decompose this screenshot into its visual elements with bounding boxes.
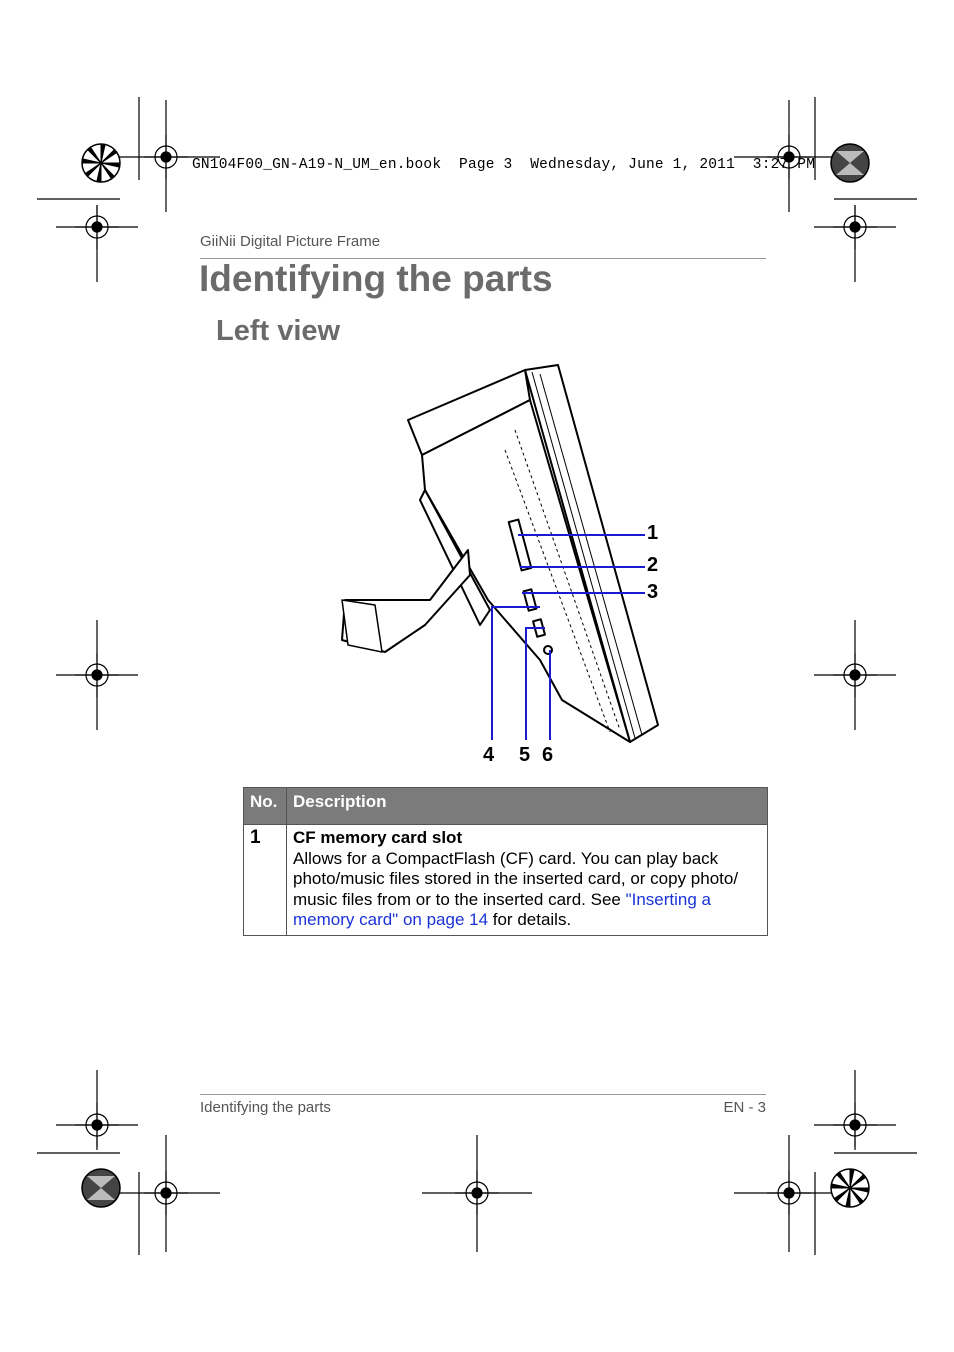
row-text: Allows for a CompactFlash (CF) card. You…: [293, 848, 739, 909]
parts-table: No. Description 1 CF memory card slot Al…: [243, 787, 768, 936]
slug-line: GN104F00_GN-A19-N_UM_en.book Page 3 Wedn…: [192, 157, 816, 173]
star-target-mark: [830, 1168, 870, 1208]
callout-number-4: 4: [483, 744, 495, 766]
column-header-description: Description: [286, 787, 768, 825]
row-text-after: for details.: [488, 910, 572, 929]
cross-reference-link[interactable]: "Inserting a memory card" on page 14: [293, 889, 712, 930]
star-target-mark: [81, 1168, 121, 1208]
frame-front-panel: [524, 364, 659, 743]
footer-page-number: EN - 3: [723, 1099, 766, 1116]
row-title: CF memory card slot: [293, 828, 463, 847]
column-header-number: No.: [243, 787, 287, 825]
footer-rule: [200, 1094, 766, 1095]
frame-port: [507, 518, 533, 572]
star-target-mark: [81, 143, 121, 183]
page-title: Identifying the parts: [199, 258, 553, 299]
callout-number-3: 3: [647, 581, 658, 603]
callout-number-5: 5: [519, 744, 530, 766]
callout-line-5: [525, 627, 545, 740]
row-number: 1: [243, 824, 287, 936]
footer-section-name: Identifying the parts: [200, 1099, 331, 1116]
callout-number-6: 6: [542, 744, 553, 766]
table-header-row: No. Description: [243, 787, 768, 825]
frame-left-view-illustration: 1 2 3 4 5 6: [341, 364, 659, 766]
table-row: 1 CF memory card slot Allows for a Compa…: [243, 824, 768, 936]
frame-port: [522, 588, 538, 612]
star-target-mark: [830, 143, 870, 183]
row-description: CF memory card slot Allows for a Compact…: [286, 824, 768, 936]
callout-lines: [491, 534, 645, 740]
header-rule: [200, 258, 766, 259]
section-title: Left view: [216, 315, 341, 347]
callout-number-1: 1: [647, 522, 658, 544]
callout-number-2: 2: [647, 554, 658, 576]
running-head: GiiNii Digital Picture Frame: [200, 233, 381, 250]
callout-line-4: [491, 606, 540, 740]
